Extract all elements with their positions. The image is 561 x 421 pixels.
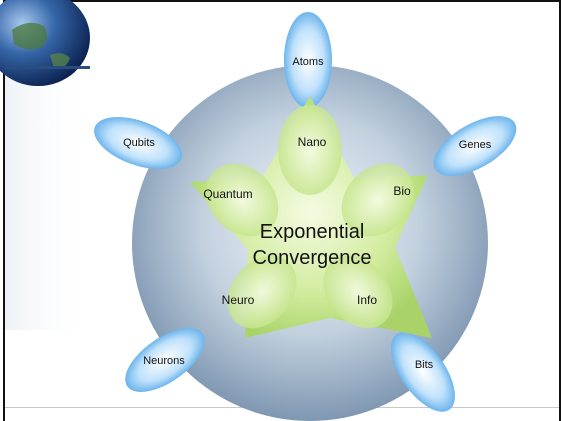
outer-label-atoms: Atoms: [292, 56, 324, 68]
petal-bits: [391, 332, 455, 412]
inner-label-quantum: Quantum: [203, 187, 252, 201]
star-lobes: [205, 105, 415, 329]
frame-border-right: [559, 0, 561, 421]
inner-label-nano: Nano: [298, 135, 327, 149]
frame-border-top: [3, 0, 561, 2]
inner-label-neuro: Neuro: [222, 293, 255, 307]
center-title-line1: Exponential: [260, 221, 365, 243]
outer-label-bits: Bits: [415, 359, 434, 371]
petal-neurons: [125, 328, 205, 392]
outer-label-genes: Genes: [459, 139, 492, 151]
outer-label-qubits: Qubits: [123, 137, 155, 149]
petal-atoms: [284, 12, 332, 108]
inner-label-info: Info: [357, 293, 377, 307]
petal-qubits: [94, 117, 182, 169]
center-title-line2: Convergence: [253, 247, 372, 269]
petal-genes: [433, 116, 517, 176]
frame-border-left: [3, 0, 5, 421]
earth-image: [0, 0, 90, 86]
inner-label-bio: Bio: [393, 184, 411, 198]
outer-label-neurons: Neurons: [143, 355, 185, 367]
background-cloud-wash: [5, 70, 90, 330]
